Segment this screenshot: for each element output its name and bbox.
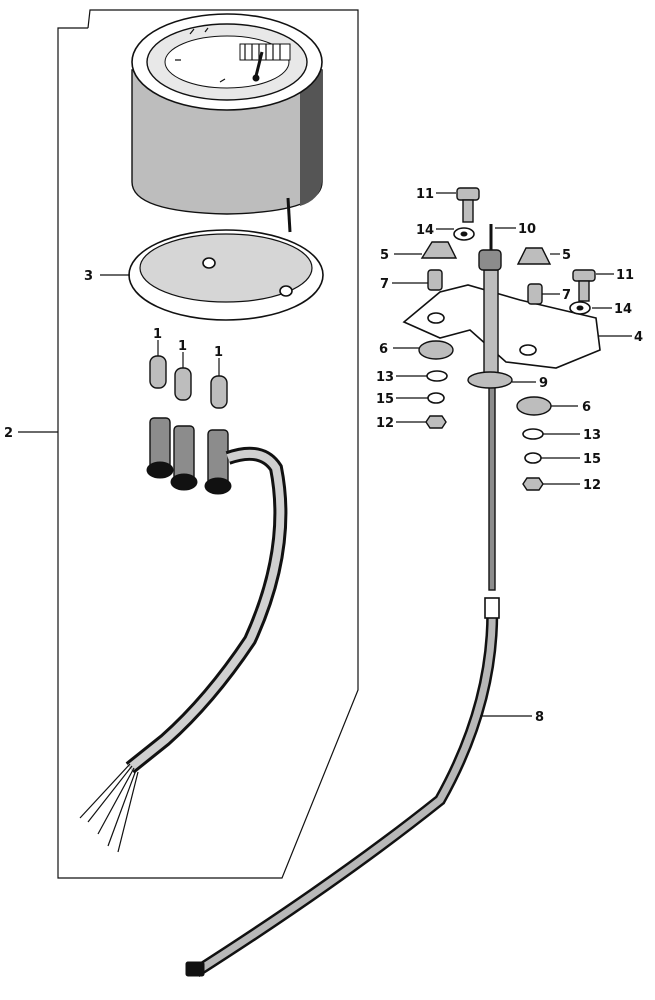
callout-7a: 7 xyxy=(380,277,389,292)
callout-6a: 6 xyxy=(379,342,388,357)
callout-12a: 12 xyxy=(376,416,394,431)
speedometer-head xyxy=(131,13,323,233)
callout-14a: 14 xyxy=(416,223,434,238)
screw-11-left xyxy=(456,187,480,223)
collar-7-right xyxy=(527,283,543,305)
callout-8: 8 xyxy=(535,710,544,725)
callout-10: 10 xyxy=(518,222,536,237)
wire-ends xyxy=(79,763,139,853)
nut-12-left xyxy=(425,415,447,429)
callout-1a: 1 xyxy=(153,327,162,342)
cushion-6-right xyxy=(516,396,552,416)
cushion-6-left xyxy=(418,340,454,360)
callout-3: 3 xyxy=(84,269,93,284)
callout-13b: 13 xyxy=(583,428,601,443)
cap-5-left xyxy=(420,241,458,259)
callout-5b: 5 xyxy=(562,248,571,263)
callout-1c: 1 xyxy=(214,345,223,360)
callout-1b: 1 xyxy=(178,339,187,354)
cap-5-right xyxy=(516,247,552,265)
washer-13-left xyxy=(426,370,448,382)
callout-6b: 6 xyxy=(582,400,591,415)
bulbs xyxy=(149,355,228,409)
cable-flange xyxy=(467,371,513,389)
mounting-bracket xyxy=(402,284,601,369)
callout-15a: 15 xyxy=(376,392,394,407)
screw-11-right xyxy=(572,269,596,302)
cable-grommet-top xyxy=(478,249,502,271)
speedometer-rim xyxy=(128,229,324,321)
nut-12-right xyxy=(522,477,544,491)
cable-tube xyxy=(488,379,496,591)
callout-11a: 11 xyxy=(416,187,434,202)
callout-5a: 5 xyxy=(380,248,389,263)
cable-upper xyxy=(483,269,499,379)
washer-13-right xyxy=(522,428,544,440)
callout-13a: 13 xyxy=(376,370,394,385)
callout-9: 9 xyxy=(539,376,548,391)
callout-2: 2 xyxy=(4,426,13,441)
callout-7b: 7 xyxy=(562,288,571,303)
callout-11b: 11 xyxy=(616,268,634,283)
callout-14b: 14 xyxy=(614,302,632,317)
callout-12b: 12 xyxy=(583,478,601,493)
cable-tip xyxy=(185,961,205,977)
assembly-boundary xyxy=(57,9,359,879)
callout-15b: 15 xyxy=(583,452,601,467)
spring-washer-15-right xyxy=(524,452,542,464)
spring-washer-15-left xyxy=(427,392,445,404)
callout-4: 4 xyxy=(634,330,643,345)
bulb-sockets xyxy=(146,417,232,495)
cable-ferrule xyxy=(484,597,500,619)
collar-7-left xyxy=(427,269,443,291)
